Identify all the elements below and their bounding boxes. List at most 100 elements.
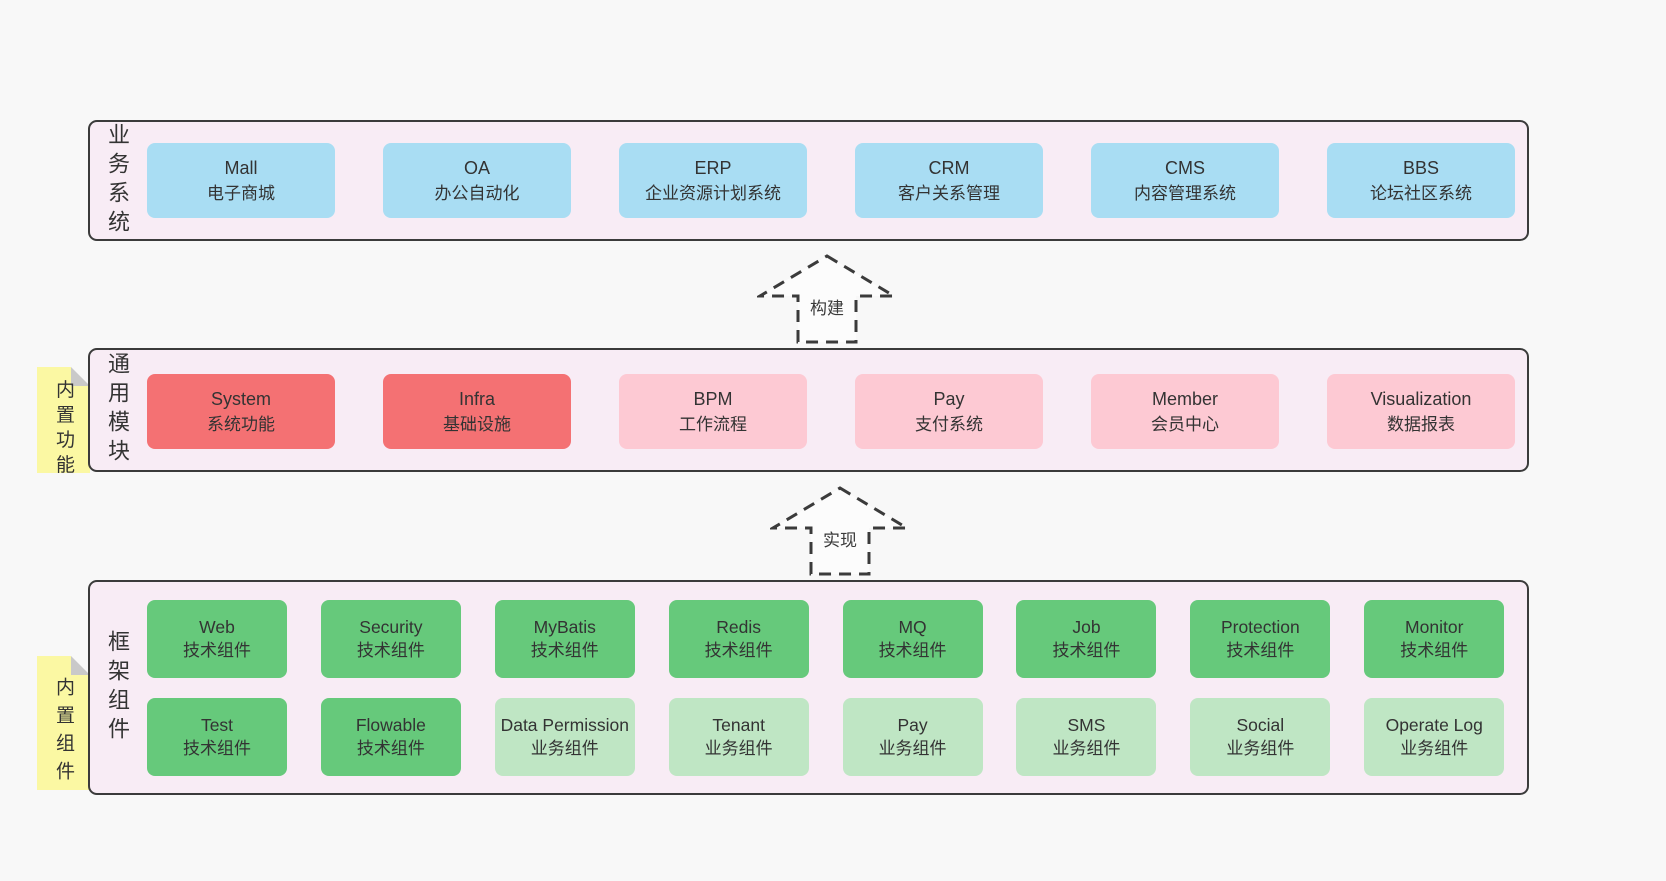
- box-desc: 企业资源计划系统: [645, 183, 781, 203]
- box-name: Pay: [897, 715, 928, 735]
- box-desc: 会员中心: [1151, 414, 1219, 434]
- box-erp: ERP 企业资源计划系统: [619, 143, 807, 218]
- sticky-note-label: 内置功能: [53, 379, 74, 480]
- box-desc: 技术组件: [530, 641, 599, 660]
- box-job: Job 技术组件: [1016, 600, 1157, 678]
- box-visualization: Visualization 数据报表: [1327, 374, 1515, 449]
- box-mq: MQ 技术组件: [842, 600, 983, 678]
- arrow-implement: 实现: [770, 485, 910, 577]
- note-fold-icon: [71, 367, 90, 386]
- box-system: System 系统功能: [147, 374, 335, 449]
- note-fold-icon: [71, 656, 90, 675]
- box-desc: 技术组件: [1226, 641, 1295, 660]
- box-desc: 技术组件: [1400, 641, 1469, 660]
- box-desc: 工作流程: [679, 414, 747, 434]
- box-redis: Redis 技术组件: [668, 600, 809, 678]
- box-name: SMS: [1067, 715, 1106, 735]
- box-name: BBS: [1402, 157, 1440, 178]
- box-desc: 电子商城: [207, 183, 275, 203]
- box-name: Visualization: [1370, 388, 1472, 409]
- components-row-2: Test 技术组件 Flowable 技术组件 Data Permission …: [147, 698, 1505, 776]
- box-data-permission: Data Permission 业务组件: [494, 698, 635, 776]
- box-name: Protection: [1220, 617, 1300, 637]
- box-desc: 数据报表: [1387, 414, 1455, 434]
- box-oa: OA 办公自动化: [383, 143, 571, 218]
- box-name: CRM: [928, 157, 970, 178]
- arrow-label: 实现: [820, 525, 860, 552]
- box-name: Social: [1236, 715, 1285, 735]
- box-desc: 业务组件: [1052, 739, 1121, 758]
- box-desc: 业务组件: [1400, 739, 1469, 758]
- box-name: BPM: [693, 388, 733, 409]
- box-desc: 业务组件: [878, 739, 947, 758]
- box-protection: Protection 技术组件: [1190, 600, 1331, 678]
- box-desc: 技术组件: [704, 641, 773, 660]
- box-name: Web: [199, 617, 235, 637]
- box-security: Security 技术组件: [320, 600, 461, 678]
- box-member: Member 会员中心: [1091, 374, 1279, 449]
- box-flowable: Flowable 技术组件: [320, 698, 461, 776]
- box-name: Pay: [933, 388, 965, 409]
- box-name: Job: [1072, 617, 1101, 637]
- box-desc: 技术组件: [356, 739, 425, 758]
- box-desc: 系统功能: [207, 414, 275, 434]
- band-business-systems: 业务系统 Mall 电子商城 OA 办公自动化 ERP 企业资源计划系统 CRM…: [88, 120, 1529, 241]
- box-name: Flowable: [355, 715, 426, 735]
- box-desc: 业务组件: [1226, 739, 1295, 758]
- box-social: Social 业务组件: [1190, 698, 1331, 776]
- box-name: Infra: [458, 388, 496, 409]
- box-web: Web 技术组件: [147, 600, 287, 678]
- box-desc: 基础设施: [443, 414, 511, 434]
- sticky-note-builtin-features: 内置功能: [37, 367, 90, 479]
- box-name: System: [210, 388, 271, 409]
- modules-box-row: System 系统功能 Infra 基础设施 BPM 工作流程 Pay 支付系统…: [147, 374, 1515, 449]
- box-tenant: Tenant 业务组件: [668, 698, 809, 776]
- box-desc: 技术组件: [183, 641, 251, 660]
- box-bbs: BBS 论坛社区系统: [1327, 143, 1515, 218]
- box-desc: 技术组件: [878, 641, 947, 660]
- band-side-label: 业务系统: [105, 122, 130, 239]
- business-box-row: Mall 电子商城 OA 办公自动化 ERP 企业资源计划系统 CRM 客户关系…: [147, 143, 1515, 218]
- box-name: Member: [1151, 388, 1218, 409]
- box-name: Tenant: [712, 715, 765, 735]
- box-mall: Mall 电子商城: [147, 143, 335, 218]
- arrow-build: 构建: [757, 253, 897, 345]
- box-desc: 支付系统: [915, 414, 983, 434]
- box-desc: 内容管理系统: [1134, 183, 1236, 203]
- box-monitor: Monitor 技术组件: [1364, 600, 1505, 678]
- box-name: OA: [463, 157, 490, 178]
- box-name: Monitor: [1405, 617, 1464, 637]
- sticky-note-builtin-components: 内置组件: [37, 656, 90, 790]
- box-name: Test: [200, 715, 234, 735]
- band-side-label: 通用模块: [105, 352, 130, 468]
- box-desc: 技术组件: [356, 641, 425, 660]
- box-cms: CMS 内容管理系统: [1091, 143, 1279, 218]
- sticky-note-label: 内置组件: [53, 676, 74, 789]
- box-desc: 业务组件: [704, 739, 773, 758]
- box-name: MyBatis: [533, 617, 596, 637]
- box-name: Operate Log: [1385, 715, 1483, 735]
- box-bpm: BPM 工作流程: [619, 374, 807, 449]
- arrow-label: 构建: [807, 293, 847, 320]
- box-name: CMS: [1165, 157, 1205, 178]
- box-desc: 技术组件: [1052, 641, 1121, 660]
- box-name: Redis: [716, 617, 762, 637]
- box-crm: CRM 客户关系管理: [855, 143, 1043, 218]
- band-common-modules: 通用模块 System 系统功能 Infra 基础设施 BPM 工作流程 Pay…: [88, 348, 1529, 472]
- box-name: MQ: [898, 617, 927, 637]
- components-row-1: Web 技术组件 Security 技术组件 MyBatis 技术组件 Redi…: [147, 600, 1505, 678]
- box-pay-module: Pay 支付系统: [855, 374, 1043, 449]
- band-framework-components: 框架组件 Web 技术组件 Security 技术组件 MyBatis 技术组件…: [88, 580, 1529, 795]
- box-desc: 技术组件: [183, 739, 251, 758]
- box-mybatis: MyBatis 技术组件: [494, 600, 635, 678]
- box-infra: Infra 基础设施: [383, 374, 571, 449]
- box-desc: 论坛社区系统: [1370, 183, 1472, 203]
- box-desc: 办公自动化: [434, 183, 520, 203]
- box-test: Test 技术组件: [147, 698, 287, 776]
- band-side-label: 框架组件: [105, 629, 130, 746]
- box-name: ERP: [694, 157, 732, 178]
- box-pay-component: Pay 业务组件: [842, 698, 983, 776]
- box-name: Data Permission: [500, 715, 629, 735]
- box-desc: 业务组件: [530, 739, 599, 758]
